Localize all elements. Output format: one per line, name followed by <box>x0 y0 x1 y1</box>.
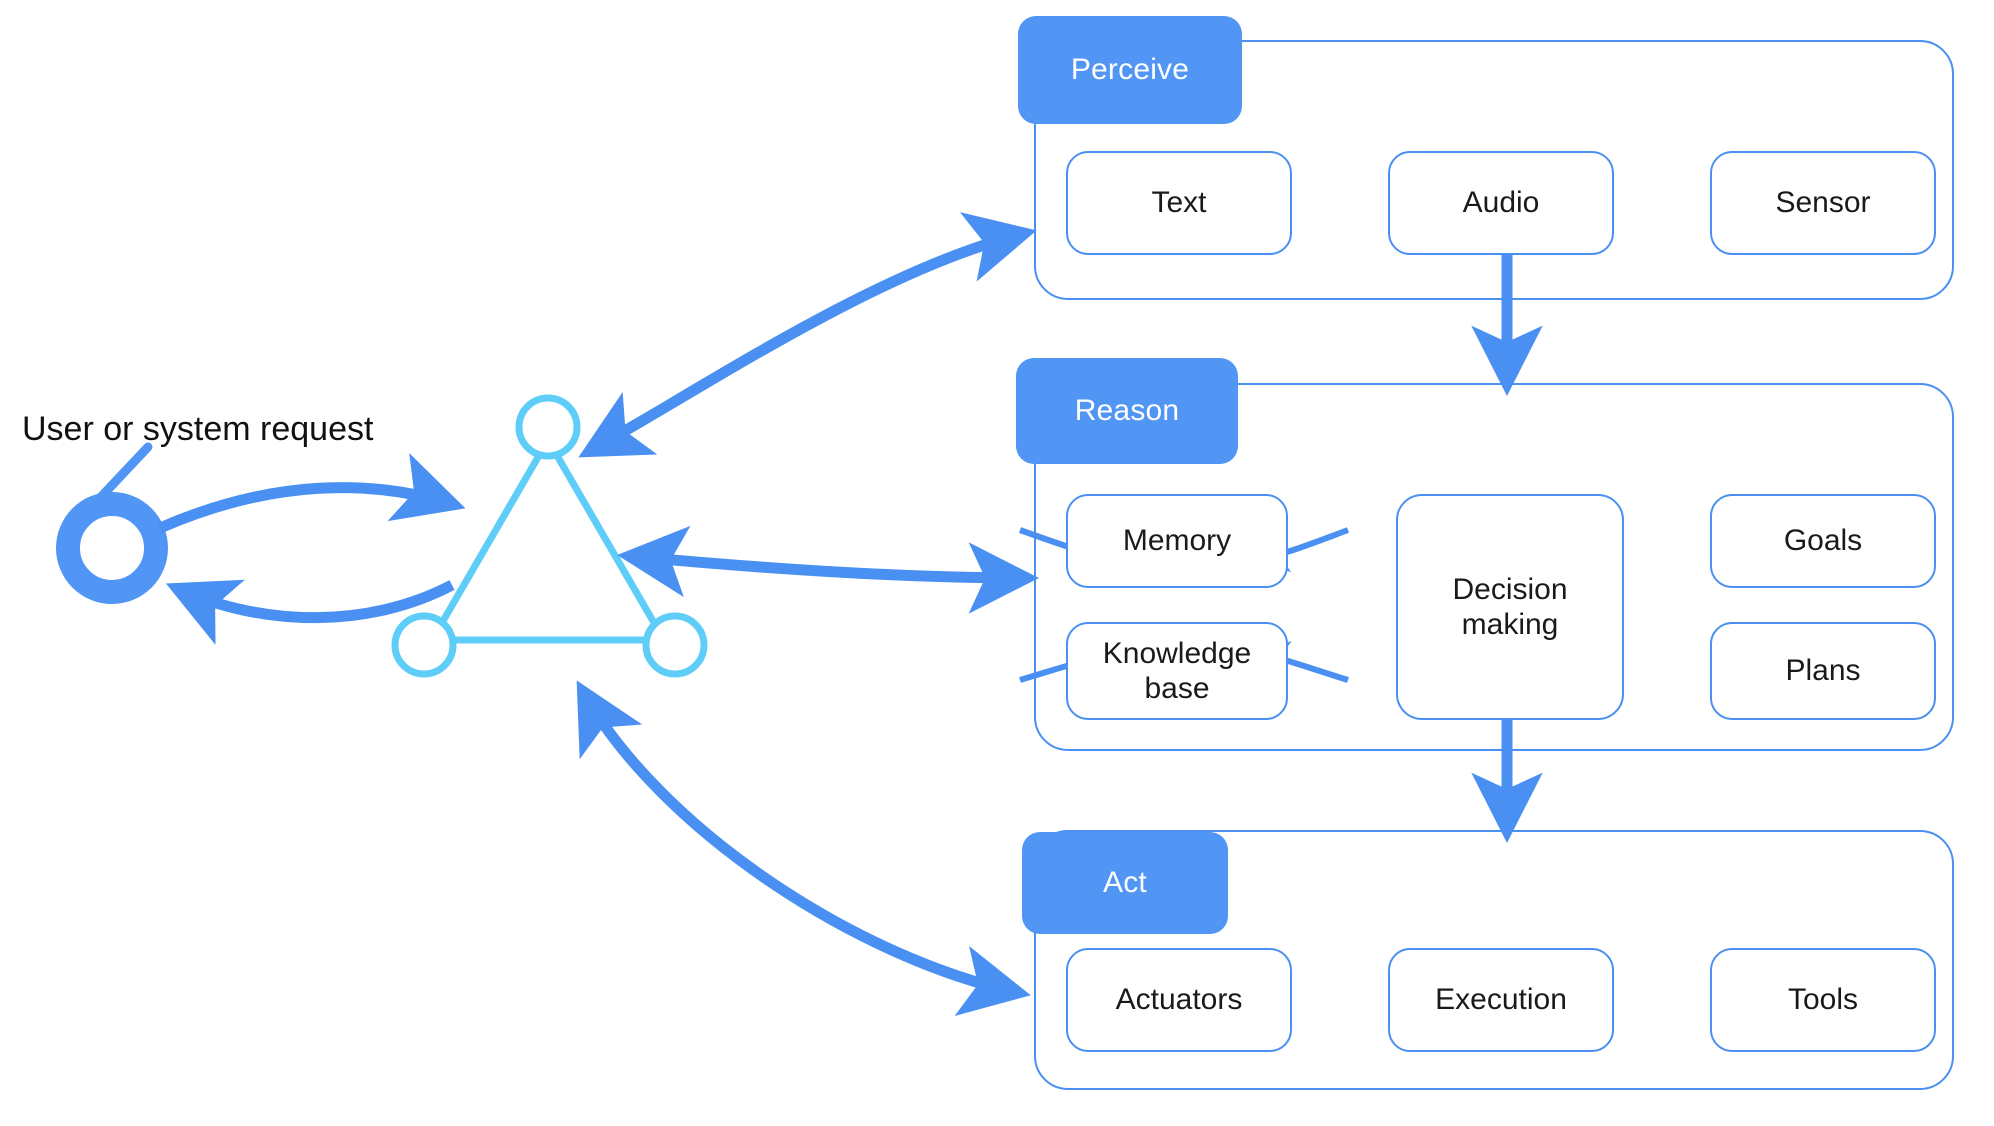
reason-tab-label: Reason <box>1074 394 1180 427</box>
reason-item-plans-label: Plans <box>1785 654 1861 688</box>
perceive-item-sensor[interactable]: Sensor <box>1710 151 1936 255</box>
perceive-tab[interactable]: Perceive <box>1018 16 1242 124</box>
act-item-actuators-label: Actuators <box>1115 983 1243 1017</box>
perceive-item-text-label: Text <box>1151 186 1207 220</box>
reason-item-goals[interactable]: Goals <box>1710 494 1936 588</box>
act-item-actuators[interactable]: Actuators <box>1066 948 1292 1052</box>
act-tab-label: Act <box>1103 866 1147 899</box>
act-item-tools-label: Tools <box>1787 983 1859 1017</box>
agent-bottom-right-node <box>642 612 708 678</box>
reason-item-goals-label: Goals <box>1783 524 1863 558</box>
perceive-tab-label: Perceive <box>1070 53 1190 86</box>
perceive-item-text[interactable]: Text <box>1066 151 1292 255</box>
reason-item-knowledge-base-label: Knowledge base <box>1102 636 1252 705</box>
reason-item-decision-making-label: Decision making <box>1452 572 1568 641</box>
agent-bottom-left-node <box>391 612 457 678</box>
edge-agent-perceive <box>578 212 1037 458</box>
reason-item-memory-label: Memory <box>1122 524 1232 558</box>
perceive-item-audio[interactable]: Audio <box>1388 151 1614 255</box>
reason-item-plans[interactable]: Plans <box>1710 622 1936 720</box>
edge-agent-act <box>576 680 1031 1016</box>
edge-request-to-agent <box>157 452 466 534</box>
reason-tab[interactable]: Reason <box>1016 358 1238 464</box>
act-panel <box>1034 830 1954 1090</box>
perceive-panel <box>1034 40 1954 300</box>
perceive-item-sensor-label: Sensor <box>1775 186 1871 220</box>
agent-top-node <box>515 394 581 460</box>
act-item-tools[interactable]: Tools <box>1710 948 1936 1052</box>
edge-agent-reason <box>617 525 1039 614</box>
user-or-system-request-label: User or system request <box>22 410 374 448</box>
donut-node-icon <box>56 442 168 604</box>
reason-item-memory[interactable]: Memory <box>1066 494 1288 588</box>
edge-agent-to-request <box>165 579 455 645</box>
act-item-execution[interactable]: Execution <box>1388 948 1614 1052</box>
agent-triangle <box>391 394 708 678</box>
reason-panel <box>1034 383 1954 751</box>
act-item-execution-label: Execution <box>1435 983 1567 1017</box>
reason-item-knowledge-base[interactable]: Knowledge base <box>1066 622 1288 720</box>
reason-item-decision-making[interactable]: Decision making <box>1396 494 1624 720</box>
act-tab[interactable]: Act <box>1022 832 1228 934</box>
perceive-item-audio-label: Audio <box>1462 186 1540 220</box>
